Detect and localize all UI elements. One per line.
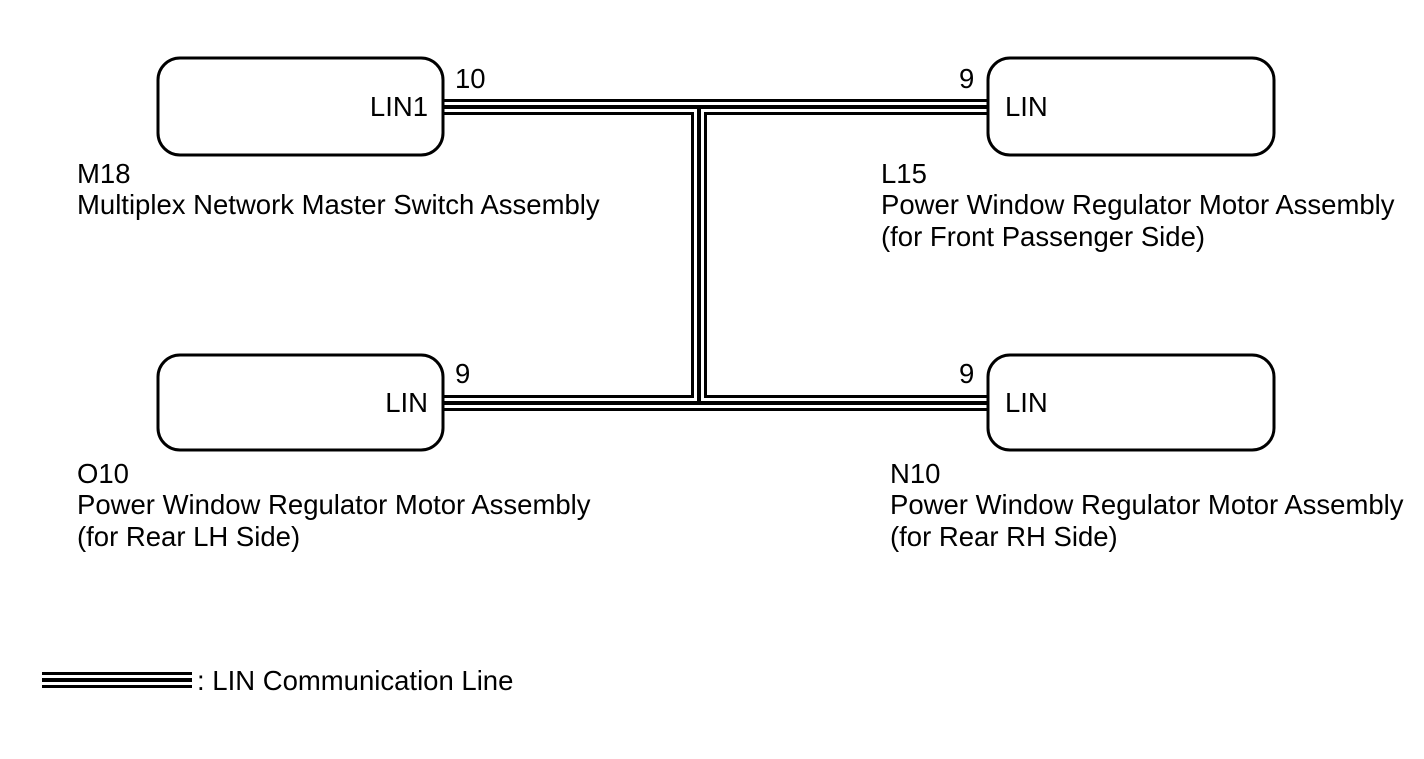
component-detail: (for Front Passenger Side)	[881, 221, 1205, 252]
connector-m18: LIN1 10 M18 Multiplex Network Master Swi…	[77, 56, 600, 220]
ecu-box	[986, 56, 1276, 157]
connector-code: N10	[890, 458, 940, 489]
pin-number: 9	[455, 358, 470, 389]
ecu-box	[986, 353, 1276, 452]
component-detail: (for Rear RH Side)	[890, 521, 1118, 552]
terminal-label: LIN	[1005, 387, 1048, 418]
ecu-box	[156, 56, 445, 157]
legend: : LIN Communication Line	[42, 665, 513, 696]
terminal-label: LIN1	[370, 91, 428, 122]
connector-n10: LIN 9 N10 Power Window Regulator Motor A…	[890, 353, 1404, 552]
component-name: Multiplex Network Master Switch Assembly	[77, 189, 600, 220]
connector-code: M18	[77, 158, 131, 189]
lin-line-outer-stroke	[443, 107, 988, 403]
pin-number: 9	[959, 358, 974, 389]
component-detail: (for Rear LH Side)	[77, 521, 300, 552]
component-name: Power Window Regulator Motor Assembly	[890, 489, 1404, 520]
component-name: Power Window Regulator Motor Assembly	[77, 489, 591, 520]
lin-communication-line	[443, 107, 988, 403]
connector-o10: LIN 9 O10 Power Window Regulator Motor A…	[77, 353, 591, 552]
connector-l15: LIN 9 L15 Power Window Regulator Motor A…	[881, 56, 1395, 252]
component-name: Power Window Regulator Motor Assembly	[881, 189, 1395, 220]
lin-line-gap-stroke	[443, 107, 988, 403]
lin-line-core-stroke	[441, 105, 990, 405]
legend-label: : LIN Communication Line	[197, 665, 513, 696]
terminal-label: LIN	[1005, 91, 1048, 122]
pin-number: 9	[959, 63, 974, 94]
pin-number: 10	[455, 63, 486, 94]
ecu-box	[156, 353, 445, 452]
connector-code: L15	[881, 158, 927, 189]
connector-code: O10	[77, 458, 129, 489]
terminal-label: LIN	[385, 387, 428, 418]
